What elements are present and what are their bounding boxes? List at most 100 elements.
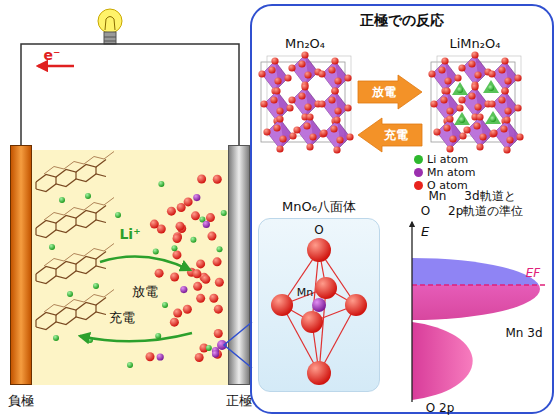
li-atom [158, 181, 164, 187]
li-ion [59, 197, 65, 203]
li-atom [155, 333, 161, 339]
o-atom [177, 203, 186, 212]
mn-atom [193, 194, 200, 201]
crystal-box: LiMn₂O₄ [425, 34, 525, 149]
li-atom [199, 216, 205, 222]
node-label: 負極 [8, 392, 34, 410]
o-atom [191, 211, 200, 220]
legend-text: Mn atom [427, 166, 475, 179]
edge-label: 放電 [372, 84, 396, 101]
graphite-sheet [36, 160, 106, 183]
li-atom [217, 246, 223, 252]
o-atom [213, 175, 222, 184]
o-atom [184, 197, 193, 206]
graphite-sheet [36, 206, 106, 229]
li-ion [93, 283, 99, 289]
node-label: Mn₂O₄ [285, 36, 325, 51]
bulb-base [104, 32, 116, 44]
graphite-bond [75, 310, 76, 317]
graphite-sheet [36, 266, 106, 284]
negative-electrode: 負極 [10, 145, 32, 410]
edge-label: 充電 [384, 127, 408, 144]
graphite-bond [55, 223, 56, 230]
mn-atom [217, 340, 227, 350]
graphite-bond [35, 274, 36, 281]
o-atom [183, 305, 192, 314]
legend-swatch [414, 155, 423, 164]
o-atom [214, 329, 223, 338]
graphite-bond [75, 218, 76, 225]
o-atom [199, 343, 208, 352]
node-label: LiMn₂O₄ [450, 36, 501, 51]
o-atom [177, 224, 186, 233]
o-atom [197, 175, 206, 184]
o-atom [173, 234, 182, 243]
electron-label: e⁻ [44, 47, 61, 63]
graphite-sheet [36, 174, 106, 192]
mn-atom [157, 353, 164, 360]
process-label: 放電 [132, 283, 158, 301]
atom-label: O [314, 223, 323, 237]
graphite-bond [55, 177, 56, 184]
circuit-wire [21, 44, 239, 145]
legend-swatch [414, 168, 423, 177]
graphite-bond [75, 264, 76, 271]
atom-label: Mn [297, 286, 313, 299]
graphite-sheet [44, 290, 114, 313]
bulb-filament [105, 17, 115, 31]
o-atom [196, 259, 205, 268]
node-label: 正極 [226, 392, 252, 410]
graphite-bond [35, 320, 36, 327]
o-atom [192, 269, 201, 278]
o-atom [167, 207, 176, 216]
li-atom [206, 345, 212, 351]
charge-arrow [80, 333, 192, 341]
graphite-bond [35, 228, 36, 235]
discharge-arrow [100, 257, 190, 270]
node-label: 正極での反応 [360, 12, 444, 30]
graphite-bond [95, 259, 96, 266]
bulb-thread [104, 37, 116, 38]
graphite-bond [75, 172, 76, 179]
electrolyte [32, 150, 228, 385]
positive-electrode: 正極 [228, 145, 250, 410]
o-atom [206, 213, 215, 222]
bulb-thread [104, 41, 116, 42]
li-atom [153, 248, 159, 254]
electrode-plate [228, 145, 250, 385]
graphite-sheet [36, 252, 106, 275]
o-atom [157, 225, 166, 234]
o-atom [176, 222, 185, 231]
o-atom [213, 350, 222, 359]
bulb-glass [98, 9, 122, 33]
graphite-sheet [36, 298, 106, 321]
electrode-plate [10, 145, 32, 385]
crystal-box: Mn₂O₄ [255, 34, 355, 149]
o-atom [195, 353, 204, 362]
o-atom [213, 257, 222, 266]
li-ion [53, 335, 59, 341]
li-ion [115, 212, 121, 218]
o-atom [199, 273, 208, 282]
graphite-sheet [44, 244, 114, 267]
o-atom [193, 282, 202, 291]
legend-text: Li atom [427, 153, 468, 166]
o-atom [172, 250, 181, 259]
li-ion [67, 291, 73, 297]
electron-arrow [38, 65, 74, 68]
graphite-sheet [36, 312, 106, 330]
graphite-bond [95, 213, 96, 220]
o-atom [215, 278, 224, 287]
graphite-bond [55, 315, 56, 322]
o-atom [170, 272, 179, 281]
o-atom [146, 352, 155, 361]
band-label: O 2p [426, 401, 455, 415]
li-ion [162, 302, 168, 308]
o-atom [155, 269, 164, 278]
o-atom [173, 232, 182, 241]
graphite-sheet [44, 152, 114, 175]
li-atom [171, 245, 177, 251]
o-atom [209, 294, 218, 303]
mn-atom [212, 347, 219, 354]
